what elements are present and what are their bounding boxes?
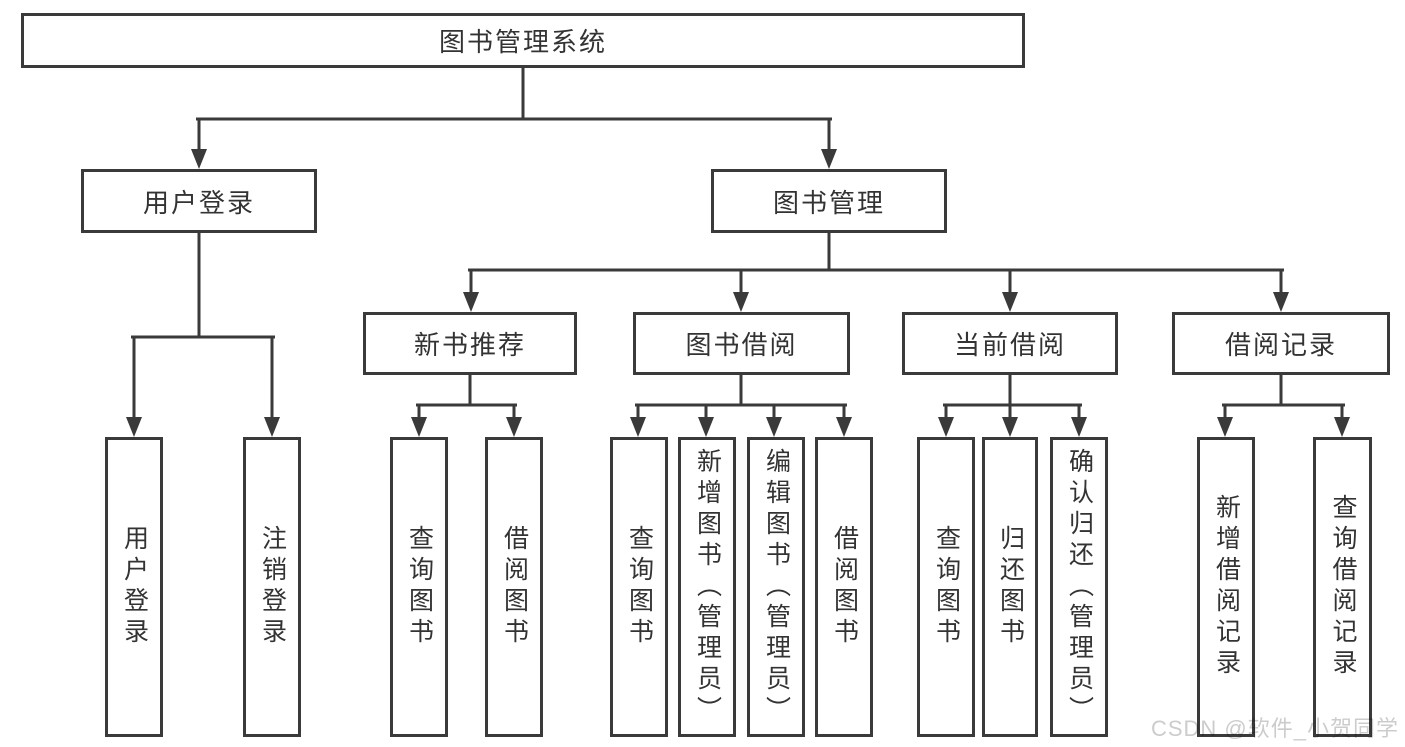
- leaf-add-book-admin-label: 新增图书（管理员）: [693, 447, 722, 727]
- borrowing-records-connector-line: [1222, 373, 1345, 407]
- leaf-borrow-books-recommend-label: 借阅图书: [500, 525, 529, 649]
- arrowhead: [1002, 417, 1018, 437]
- leaf-confirm-return-admin: 确认归还（管理员）: [1050, 437, 1108, 737]
- arrowhead: [1273, 292, 1289, 312]
- tree-branch-lines: [131, 66, 1345, 421]
- arrowhead: [411, 417, 427, 437]
- leaf-query-books-recommend: 查询图书: [390, 437, 448, 737]
- node-library-system: 图书管理系统: [21, 13, 1025, 68]
- user-login-connector-line: [131, 230, 275, 339]
- arrowhead: [698, 417, 714, 437]
- node-book-borrowing: 图书借阅: [633, 312, 850, 375]
- arrowhead: [821, 149, 837, 169]
- leaf-add-book-admin: 新增图书（管理员）: [678, 437, 736, 737]
- arrowheads: [126, 149, 1350, 437]
- leaf-confirm-return-admin-label: 确认归还（管理员）: [1065, 447, 1094, 727]
- node-borrowing-records-label: 借阅记录: [1224, 330, 1337, 360]
- current-borrowing-connector-line: [943, 373, 1082, 407]
- leaf-logout: 注销登录: [243, 437, 301, 737]
- leaf-logout-label: 注销登录: [258, 525, 287, 649]
- leaf-query-books-borrowing-label: 查询图书: [625, 525, 654, 649]
- node-new-book-recommend: 新书推荐: [363, 312, 577, 375]
- leaf-borrow-books-recommend: 借阅图书: [485, 437, 543, 737]
- arrowhead: [1334, 417, 1350, 437]
- leaf-return-book: 归还图书: [982, 437, 1038, 737]
- arrowhead: [1071, 417, 1087, 437]
- node-book-borrowing-label: 图书借阅: [685, 330, 798, 360]
- leaf-add-borrow-record-label: 新增借阅记录: [1212, 494, 1241, 680]
- arrowhead: [766, 417, 782, 437]
- node-borrowing-records: 借阅记录: [1172, 312, 1390, 375]
- leaf-query-books-recommend-label: 查询图书: [405, 525, 434, 649]
- new-book-recommend-connector-line: [416, 373, 517, 407]
- arrowhead: [1217, 417, 1233, 437]
- leaf-user-login-label: 用户登录: [120, 525, 149, 649]
- node-new-book-recommend-label: 新书推荐: [413, 330, 526, 360]
- node-user-login-label: 用户登录: [142, 187, 255, 218]
- arrowhead: [191, 149, 207, 169]
- leaf-return-book-label: 归还图书: [996, 525, 1025, 649]
- node-current-borrowing: 当前借阅: [902, 312, 1118, 375]
- arrow-stems: [132, 117, 1344, 421]
- arrowhead: [938, 417, 954, 437]
- leaf-query-books-current: 查询图书: [917, 437, 975, 737]
- arrowhead: [506, 417, 522, 437]
- arrowhead: [463, 292, 479, 312]
- arrowhead: [1002, 292, 1018, 312]
- book-management-connector-line: [468, 231, 1284, 272]
- leaf-query-borrow-record: 查询借阅记录: [1313, 437, 1372, 737]
- arrowhead: [126, 417, 142, 437]
- watermark-text: CSDN @软件_小贺同学: [1150, 716, 1399, 741]
- leaf-edit-book-admin: 编辑图书（管理员）: [747, 437, 805, 737]
- node-book-management-label: 图书管理: [772, 187, 885, 218]
- node-user-login: 用户登录: [81, 169, 317, 233]
- node-current-borrowing-label: 当前借阅: [953, 330, 1066, 360]
- arrowhead: [264, 417, 280, 437]
- root-connector-line: [196, 66, 832, 121]
- arrowhead: [836, 417, 852, 437]
- book-borrowing-connector-line: [635, 373, 847, 407]
- leaf-borrow-books-label: 借阅图书: [830, 525, 859, 649]
- leaf-edit-book-admin-label: 编辑图书（管理员）: [762, 447, 791, 727]
- leaf-borrow-books: 借阅图书: [815, 437, 873, 737]
- leaf-user-login: 用户登录: [105, 437, 163, 737]
- arrowhead: [630, 417, 646, 437]
- leaf-query-books-current-label: 查询图书: [932, 525, 961, 649]
- arrowhead: [733, 292, 749, 312]
- node-book-management: 图书管理: [711, 169, 947, 233]
- leaf-query-borrow-record-label: 查询借阅记录: [1329, 494, 1357, 680]
- leaf-query-books-borrowing: 查询图书: [610, 437, 668, 737]
- leaf-add-borrow-record: 新增借阅记录: [1197, 437, 1255, 737]
- node-library-system-label: 图书管理系统: [438, 27, 607, 57]
